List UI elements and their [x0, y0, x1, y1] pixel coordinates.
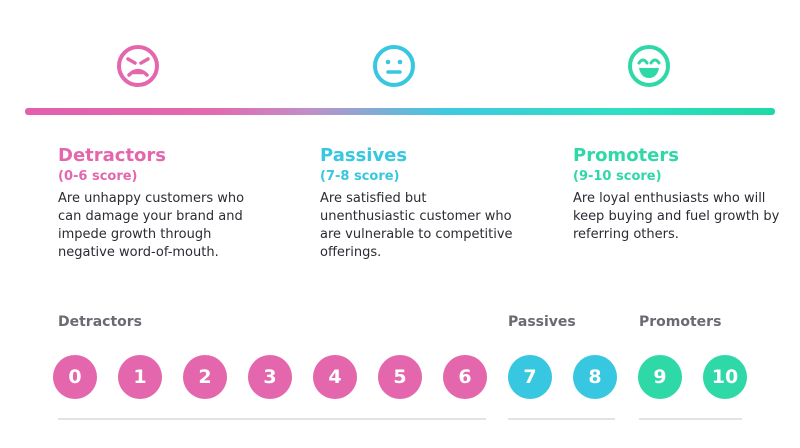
segment-range: (9-10 score)	[573, 169, 662, 184]
segment-description: Are loyal enthusiasts who will keep buyi…	[573, 191, 780, 242]
angry-face-icon	[116, 44, 160, 88]
score-1: 1	[118, 355, 162, 399]
score-5: 5	[378, 355, 422, 399]
score-2: 2	[183, 355, 227, 399]
score-6: 6	[443, 355, 487, 399]
gradient-bar	[25, 108, 775, 115]
segment-range: (0-6 score)	[58, 169, 138, 184]
segment-title: Passives	[320, 145, 408, 166]
group-underline-detractors	[58, 418, 486, 420]
group-underline-passives	[508, 418, 615, 420]
score-4: 4	[313, 355, 357, 399]
score-9: 9	[638, 355, 682, 399]
segment-passives: Passives (7-8 score) Are satisfied but u…	[320, 145, 535, 262]
segment-title: Promoters	[573, 145, 679, 166]
happy-face-icon	[627, 44, 671, 88]
neutral-face-icon	[372, 44, 416, 88]
group-underline-promoters	[639, 418, 742, 420]
scale-label-promoters: Promoters	[639, 314, 722, 330]
segment-title: Detractors	[58, 145, 167, 166]
segment-detractors: Detractors (0-6 score) Are unhappy custo…	[58, 145, 273, 262]
segment-description: Are unhappy customers who can damage you…	[58, 191, 245, 260]
scale-label-detractors: Detractors	[58, 314, 143, 330]
segment-range: (7-8 score)	[320, 169, 400, 184]
scale-label-passives: Passives	[508, 314, 576, 330]
segment-description: Are satisfied but unenthusiastic custome…	[320, 191, 513, 260]
score-3: 3	[248, 355, 292, 399]
score-7: 7	[508, 355, 552, 399]
score-10: 10	[703, 355, 747, 399]
segment-promoters: Promoters (9-10 score) Are loyal enthusi…	[573, 145, 788, 244]
score-0: 0	[53, 355, 97, 399]
score-8: 8	[573, 355, 617, 399]
